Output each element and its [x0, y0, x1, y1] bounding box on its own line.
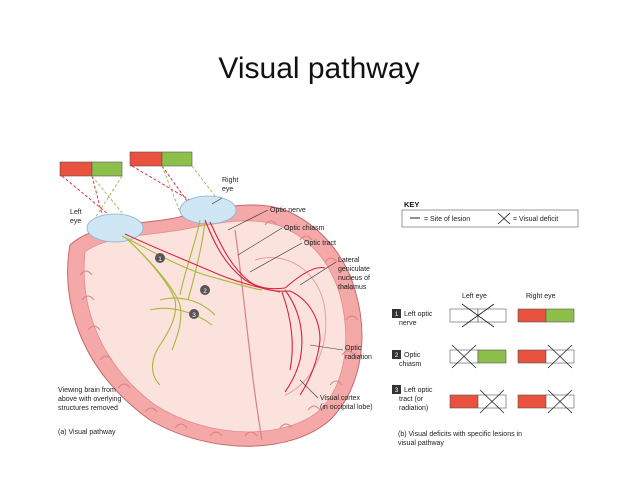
label-viewing-note-1: Viewing brain from	[58, 387, 116, 394]
deficit-row-1: 1 Left optic nerve	[392, 303, 575, 328]
row-3-label-2: tract (or	[399, 396, 424, 403]
label-leader-lines	[211, 197, 344, 399]
caption-b-1: (b) Visual deficits with specific lesion…	[398, 431, 522, 438]
key-lesion-label: = Site of lesion	[424, 216, 470, 223]
label-left-eye-1: Left	[70, 209, 82, 216]
label-visual-cortex-1: Visual cortex	[320, 395, 360, 402]
optic-pathway-green	[121, 219, 263, 386]
label-optic-nerve: Optic nerve	[270, 207, 306, 214]
label-lgn-1: Lateral	[338, 257, 360, 264]
optic-pathway-red	[124, 219, 326, 396]
svg-text:1: 1	[158, 256, 162, 263]
label-lgn-2: geniculate	[338, 266, 370, 273]
deficit-row-2: 2 Optic chiasm	[392, 344, 575, 369]
visual-field-left	[59, 161, 123, 177]
label-lgn-4: thalamus	[338, 284, 367, 291]
label-right-eye-1: Right	[222, 177, 238, 184]
label-lgn-3: nucleus of	[338, 275, 370, 282]
row-2-label-1: Optic	[404, 352, 421, 359]
col-header-left-eye: Left eye	[462, 293, 487, 300]
svg-text:1: 1	[395, 311, 399, 318]
label-right-eye-2: eye	[222, 186, 233, 193]
deficit-row-3: 3 Left optic tract (or radiation)	[392, 385, 575, 414]
row-1-label-1: Left optic	[404, 311, 433, 318]
svg-text:2: 2	[203, 288, 207, 295]
row-2-label-2: chiasm	[399, 361, 421, 368]
row-1-label-2: nerve	[399, 320, 417, 327]
key-title: KEY	[404, 200, 419, 209]
svg-text:3: 3	[395, 387, 399, 394]
label-optic-chiasm: Optic chiasm	[284, 225, 325, 232]
label-left-eye-2: eye	[70, 218, 81, 225]
label-viewing-note-2: above with overlying	[58, 396, 122, 403]
svg-text:2: 2	[395, 352, 399, 359]
slide-title: Visual pathway	[218, 52, 420, 85]
label-optic-radiation-2: radiation	[345, 354, 372, 361]
svg-text:3: 3	[192, 312, 196, 319]
label-visual-cortex-2: (in occipital lobe)	[320, 404, 373, 411]
label-optic-tract: Optic tract	[304, 240, 336, 247]
row-3-label-1: Left optic	[404, 387, 433, 394]
caption-b-2: visual pathway	[398, 440, 444, 447]
key-deficit-label: = Visual deficit	[513, 216, 558, 223]
lesion-marker-2: 2	[200, 285, 210, 295]
left-eye	[86, 213, 144, 243]
row-3-label-3: radiation)	[399, 405, 428, 412]
key-legend: KEY = Site of lesion = Visual deficit	[401, 200, 579, 228]
caption-a: (a) Visual pathway	[58, 429, 116, 436]
right-eye	[179, 195, 237, 225]
label-viewing-note-3: structures removed	[58, 405, 118, 412]
visual-field-right	[129, 151, 193, 167]
col-header-right-eye: Right eye	[526, 293, 556, 300]
lesion-marker-3: 3	[189, 309, 199, 319]
brain-cross-section	[67, 204, 363, 447]
lesion-marker-1: 1	[155, 253, 165, 263]
label-optic-radiation-1: Optic	[345, 345, 362, 352]
